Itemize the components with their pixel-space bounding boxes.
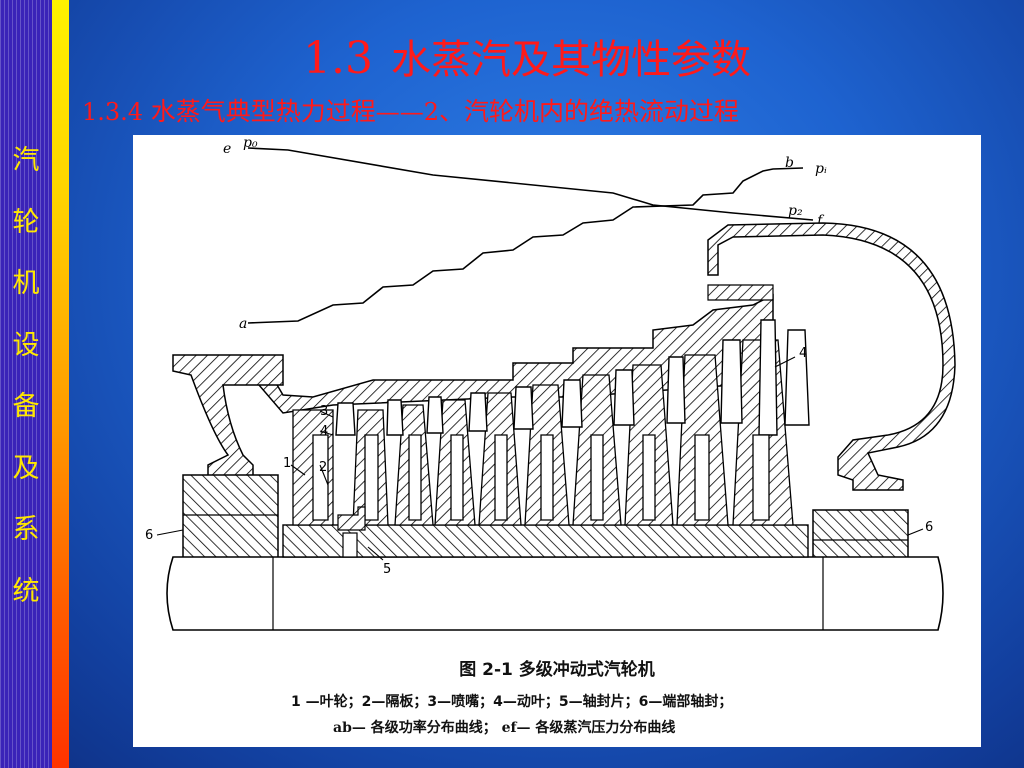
sidebar-char: 汽 [12,145,40,176]
steam-inlet [172,354,284,481]
sidebar-char: 备 [12,391,40,422]
part-label-4: 4 [320,424,328,439]
label-p2: p₂ [788,203,803,219]
page-title: 1.3 水蒸汽及其物性参数 [0,30,1024,89]
rotor-shaft [166,556,944,631]
exhaust-hood [707,222,956,491]
gradient-accent-strip [52,0,69,768]
sidebar-char: 设 [12,329,40,361]
left-sidebar [0,0,52,768]
blade-roots [312,434,770,521]
sidebar-char: 系 [12,514,40,545]
moving-blades [335,319,810,436]
figure-legend-curves: ab— 各级功率分布曲线； ef— 各级蒸汽压力分布曲线 [333,720,676,736]
subsection-title-a: 水蒸气典型热力过程 [150,97,376,126]
section-number: 1.3 [303,33,373,84]
subsection-title-b: 、汽轮机内的绝热流动过程 [439,97,740,126]
sidebar-char: 机 [12,268,40,299]
sidebar-title: 汽 轮 机 设 备 及 系 统 [0,130,52,622]
figure-legend-parts: 1 —叶轮；2—隔板；3—喷嘴；4—动叶；5—轴封片；6—端部轴封； [291,694,733,710]
part-label-1: 1 [283,456,291,471]
label-p0: p₀ [243,135,258,151]
label-b: b [785,155,794,171]
label-f: f [816,213,825,229]
gland-seal [337,506,366,531]
label-e: e [223,141,231,157]
sidebar-char: 统 [12,575,40,607]
rotor-drum [282,524,809,558]
subsection-item-number: 2 [423,98,440,126]
part-label-6-right: 6 [925,520,933,535]
part-label-5: 5 [383,562,391,577]
left-end-seal [182,474,279,561]
subsection-number: 1.3.4 [82,98,144,126]
exhaust-flange [707,284,774,301]
page-subtitle: 1.3.4 水蒸气典型热力过程——2、汽轮机内的绝热流动过程 [82,94,1012,130]
sidebar-char: 及 [12,452,40,484]
section-title: 水蒸汽及其物性参数 [390,37,751,83]
turbine-figure: e p₀ b pᵢ p₂ f a [133,135,981,747]
part-label-6-left: 6 [145,528,153,543]
sidebar-char: 轮 [12,206,40,238]
figure-caption: 图 2-1 多级冲动式汽轮机 [459,660,655,680]
label-pi: pᵢ [815,161,827,177]
right-end-seal [812,509,909,566]
part-label-3: 3 [320,404,328,419]
part-label-2: 2 [319,460,327,475]
pressure-curve-ef [247,147,814,221]
part-label-4-right: 4 [799,346,807,361]
subsection-dash: —— [375,98,424,126]
power-curve-ab [247,167,804,324]
turbine-diagram: e p₀ b pᵢ p₂ f a [145,135,956,631]
label-a: a [239,316,247,332]
